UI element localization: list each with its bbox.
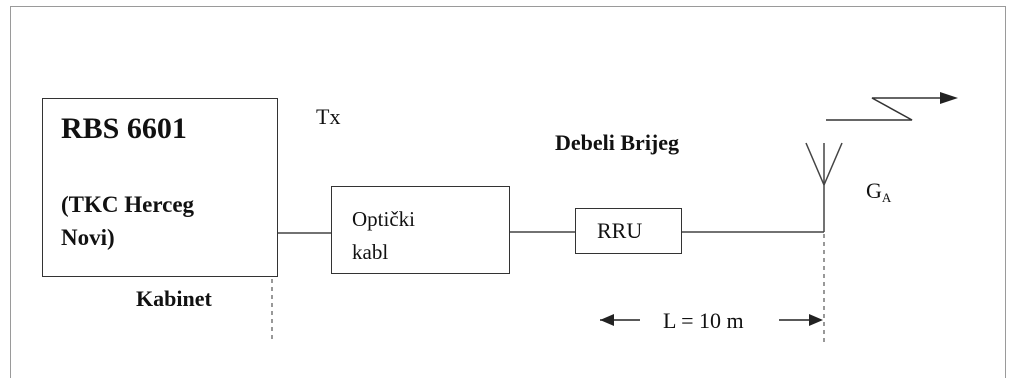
rru-label: RRU (597, 218, 643, 243)
diagram-frame (10, 6, 1006, 378)
antenna-gain-subscript: A (881, 190, 892, 205)
antenna-icon (805, 142, 843, 186)
length-arrow-right-icon (779, 314, 823, 326)
site-name: Debeli Brijeg (555, 130, 680, 155)
radio-wave-arrow-icon (826, 92, 958, 121)
optical-cable-label: Optički kabl (352, 207, 415, 264)
rbs-subtitle: (TKC Herceg Novi) (61, 192, 195, 250)
rbs-title: RBS 6601 (61, 112, 187, 145)
tx-label: Tx (316, 104, 341, 129)
antenna-gain-symbol: G (866, 178, 882, 203)
rbs-box (42, 98, 278, 277)
length-arrow-left-icon (600, 314, 640, 326)
optical-cable-box (331, 186, 510, 274)
antenna-gain-label: GA (866, 178, 891, 206)
rru-box (575, 208, 682, 254)
cabinet-label: Kabinet (136, 286, 212, 311)
length-label: L = 10 m (663, 308, 744, 333)
